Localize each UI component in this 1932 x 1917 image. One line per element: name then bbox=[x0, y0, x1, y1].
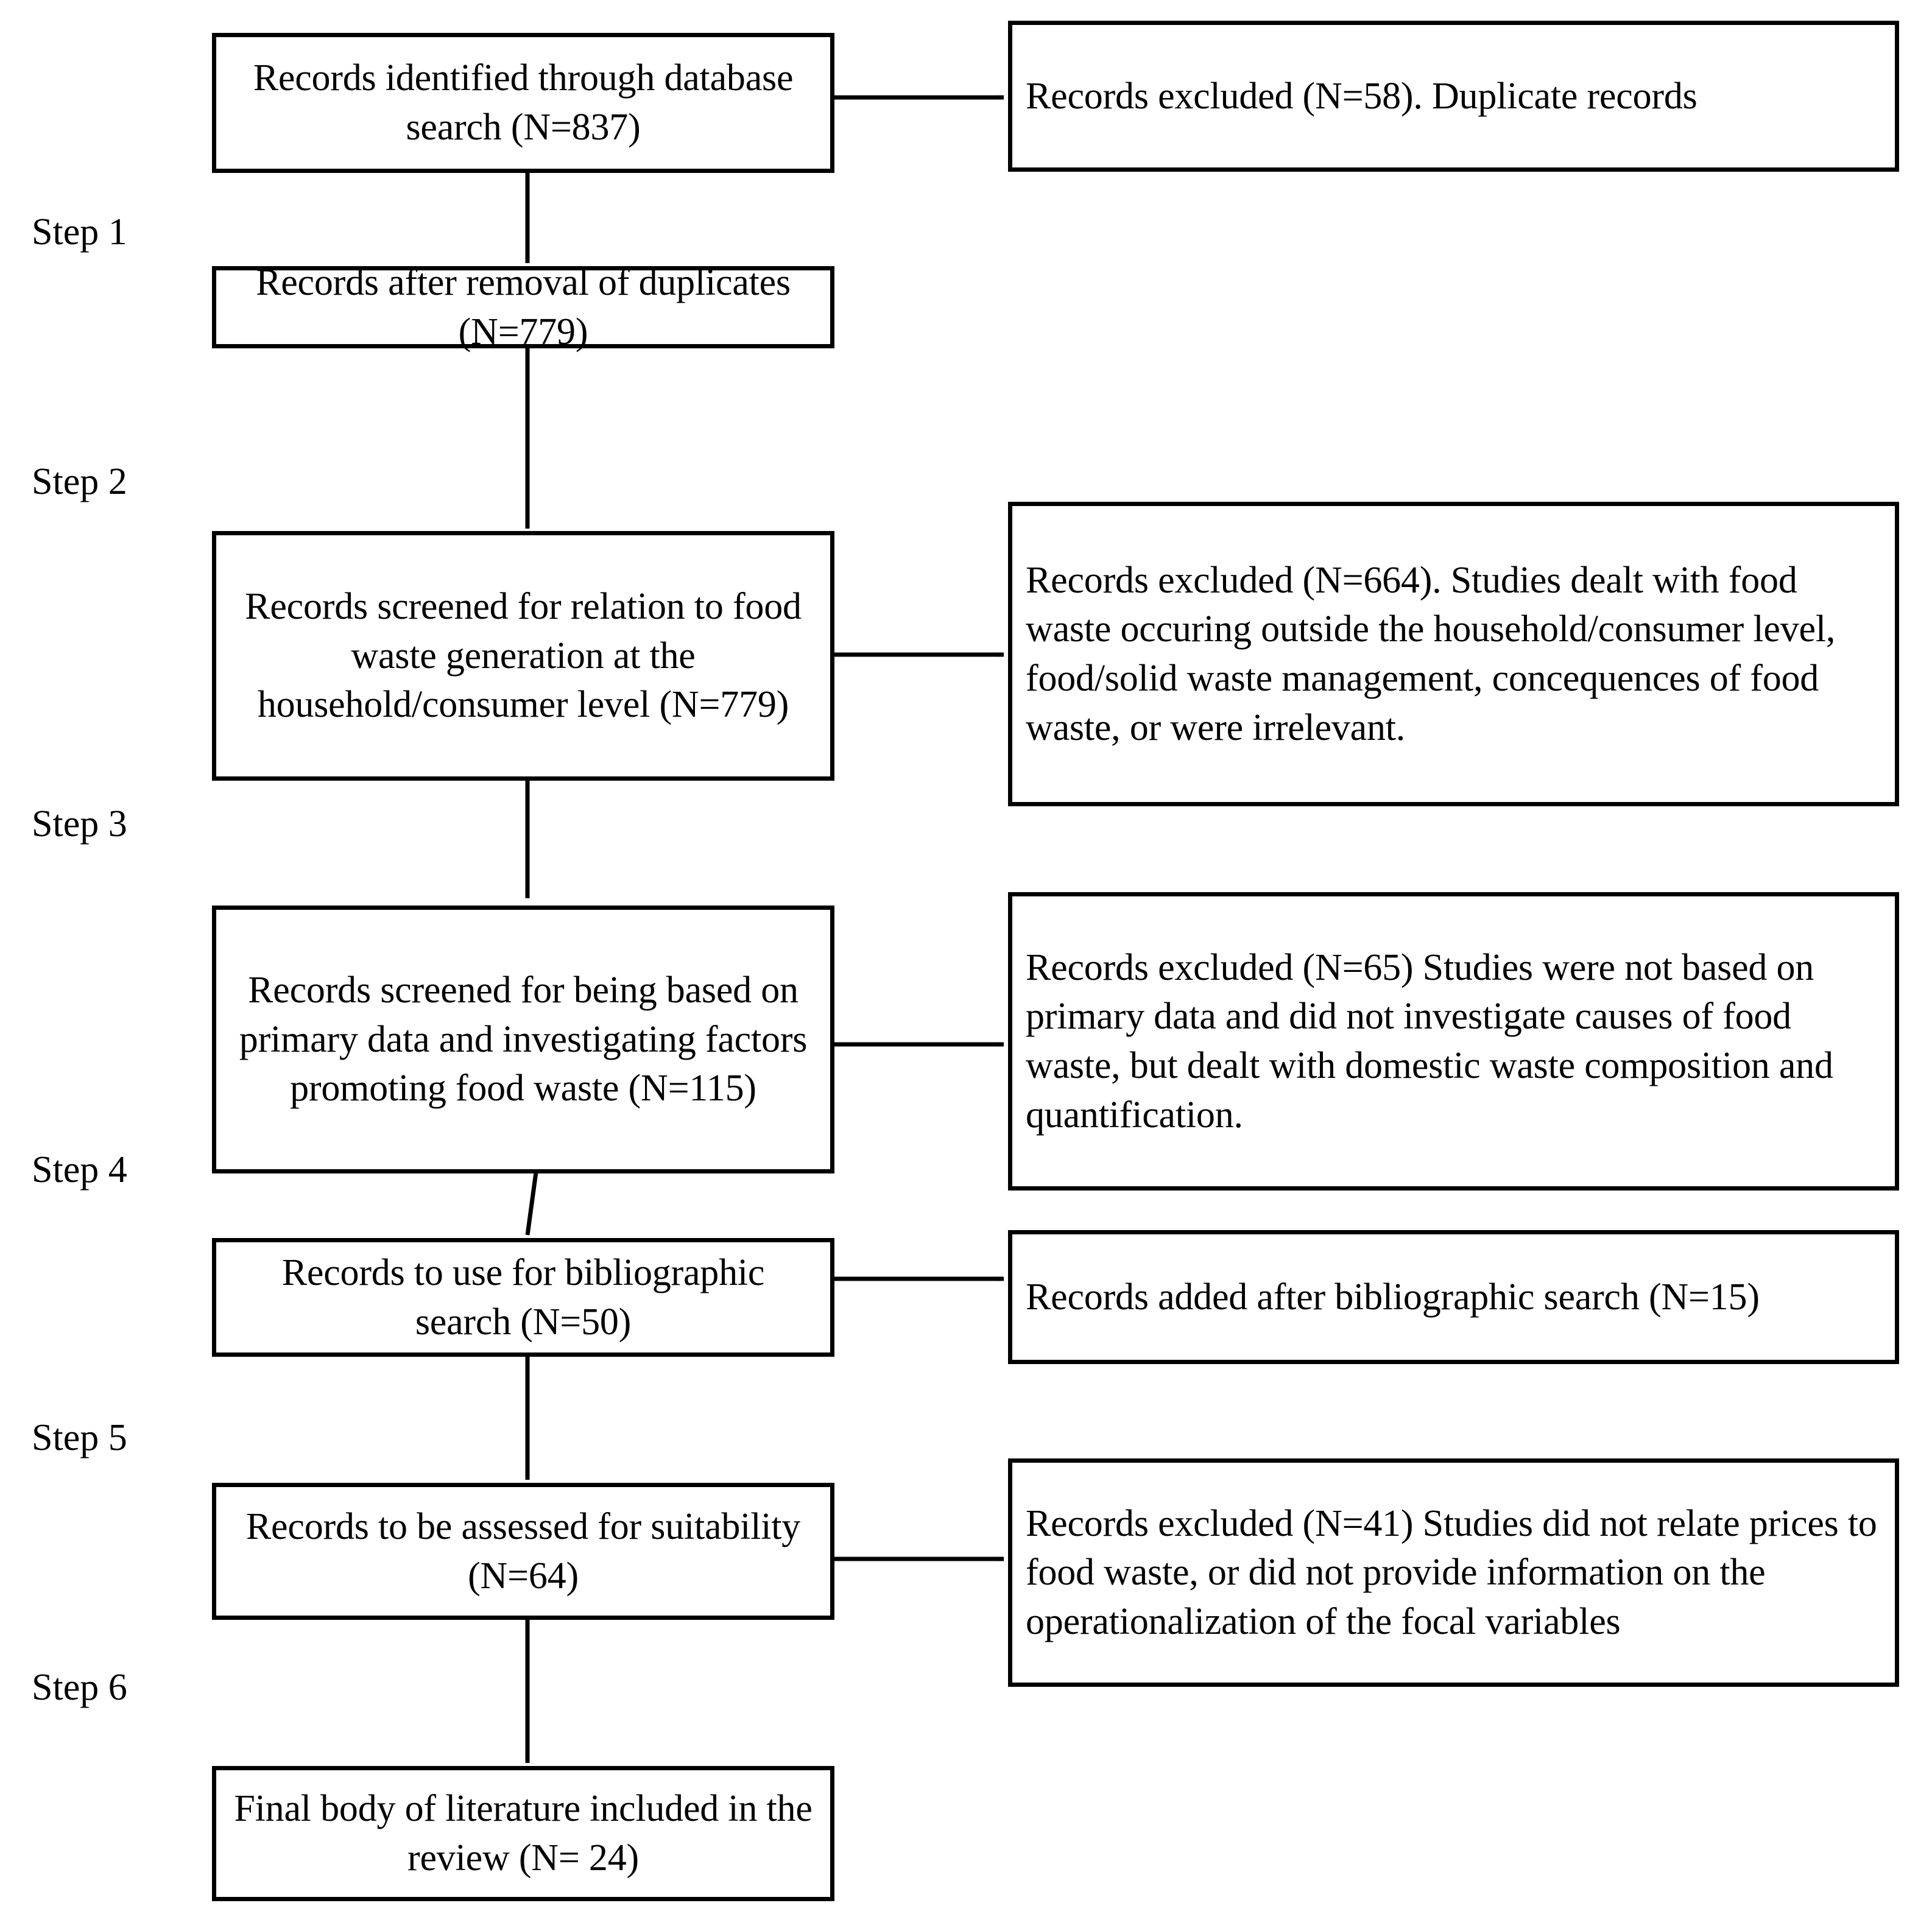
node-records-bibliographic-search: Records to use for bibliographic search … bbox=[212, 1238, 834, 1357]
node-excluded-not-primary-data: Records excluded (N=65) Studies were not… bbox=[1008, 892, 1899, 1191]
step-label-3: Step 3 bbox=[32, 803, 127, 845]
step-label-6: Step 6 bbox=[32, 1667, 127, 1708]
node-records-screened-relation-text: Records screened for relation to food wa… bbox=[245, 586, 802, 726]
node-records-screened-relation: Records screened for relation to food wa… bbox=[212, 531, 834, 781]
step-label-1: Step 1 bbox=[32, 211, 127, 253]
node-records-after-duplicates-text: Records after removal of duplicates (N=7… bbox=[256, 261, 791, 353]
node-records-assessed-suitability-text: Records to be assessed for suitability (… bbox=[245, 1505, 801, 1597]
node-records-identified: Records identified through database sear… bbox=[212, 33, 834, 173]
node-final-body-literature: Final body of literature included in the… bbox=[212, 1766, 834, 1901]
node-records-identified-text: Records identified through database sear… bbox=[253, 57, 794, 148]
arrow-box4-to-box5 bbox=[525, 1172, 538, 1236]
node-final-body-literature-text: Final body of literature included in the… bbox=[234, 1788, 813, 1879]
step-label-2: Step 2 bbox=[32, 461, 127, 502]
node-excluded-no-price-relation: Records excluded (N=41) Studies did not … bbox=[1008, 1458, 1899, 1687]
node-excluded-not-primary-data-text: Records excluded (N=65) Studies were not… bbox=[1026, 946, 1833, 1136]
node-excluded-duplicates: Records excluded (N=58). Duplicate recor… bbox=[1008, 21, 1899, 172]
node-excluded-outside-household: Records excluded (N=664). Studies dealt … bbox=[1008, 502, 1899, 806]
node-excluded-outside-household-text: Records excluded (N=664). Studies dealt … bbox=[1026, 559, 1836, 748]
node-records-bibliographic-search-text: Records to use for bibliographic search … bbox=[281, 1251, 765, 1343]
node-records-assessed-suitability: Records to be assessed for suitability (… bbox=[212, 1483, 834, 1620]
node-added-after-bibliographic-text: Records added after bibliographic search… bbox=[1026, 1276, 1760, 1318]
node-added-after-bibliographic: Records added after bibliographic search… bbox=[1008, 1230, 1899, 1364]
step-label-5: Step 5 bbox=[32, 1417, 127, 1458]
node-records-screened-primary-data-text: Records screened for being based on prim… bbox=[239, 969, 808, 1110]
step-label-4: Step 4 bbox=[32, 1149, 127, 1191]
node-records-after-duplicates: Records after removal of duplicates (N=7… bbox=[212, 262, 834, 353]
node-excluded-duplicates-text: Records excluded (N=58). Duplicate recor… bbox=[1026, 75, 1698, 117]
node-records-screened-primary-data: Records screened for being based on prim… bbox=[212, 906, 834, 1173]
node-excluded-no-price-relation-text: Records excluded (N=41) Studies did not … bbox=[1026, 1502, 1877, 1642]
